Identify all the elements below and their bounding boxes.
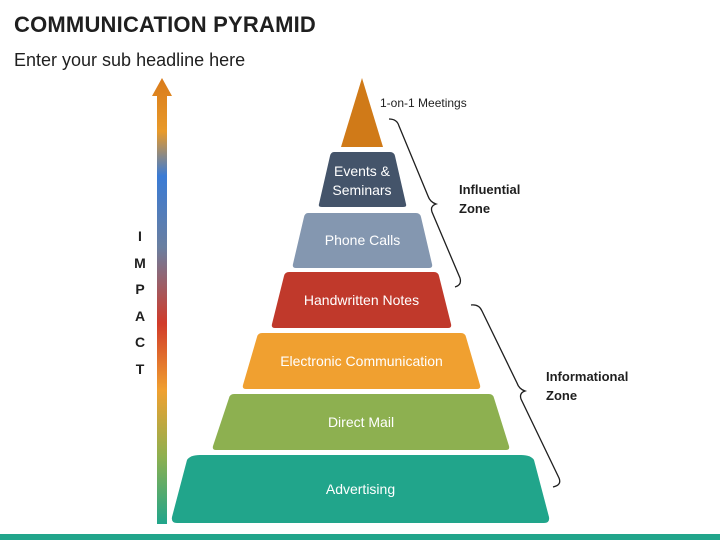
pyramid-tier-electronic (242, 333, 481, 389)
impact-letter: P (135, 281, 145, 297)
pyramid-peak (341, 78, 383, 147)
tier-label-events-text: Events &Seminars (332, 163, 392, 198)
informational-bracket (470, 304, 561, 488)
pyramid-tier-advertising (171, 455, 550, 523)
page-subtitle: Enter your sub headline here (14, 50, 246, 70)
impact-letter: C (134, 334, 146, 350)
pyramid-tier-phone (292, 213, 433, 268)
impact-letter: T (135, 360, 145, 377)
influential-bracket (388, 118, 462, 288)
impact-axis-label: I M P A C T (128, 228, 152, 387)
impact-letter: A (134, 307, 146, 324)
pyramid-tier-handwritten (271, 272, 452, 328)
impact-arrow-icon (152, 78, 172, 524)
impact-letter: I (138, 228, 142, 244)
tier-label-handwritten: Handwritten Notes (303, 292, 420, 308)
pyramid-tier-directmail (212, 394, 510, 450)
tier-label-advertising: Advertising (325, 481, 396, 497)
tier-label-events: Events &Seminars (322, 162, 402, 200)
impact-letter: M (134, 254, 146, 271)
tier-label-phone: Phone Calls (324, 232, 401, 248)
tier-label-electronic: Electronic Communication (280, 353, 443, 369)
page-title: COMMUNICATION PYRAMID (14, 12, 316, 37)
pyramid-tier-events (318, 152, 407, 207)
peak-label: 1-on-1 Meetings (380, 96, 467, 110)
footer-bar (0, 534, 720, 540)
tier-label-directmail: Direct Mail (327, 414, 395, 430)
